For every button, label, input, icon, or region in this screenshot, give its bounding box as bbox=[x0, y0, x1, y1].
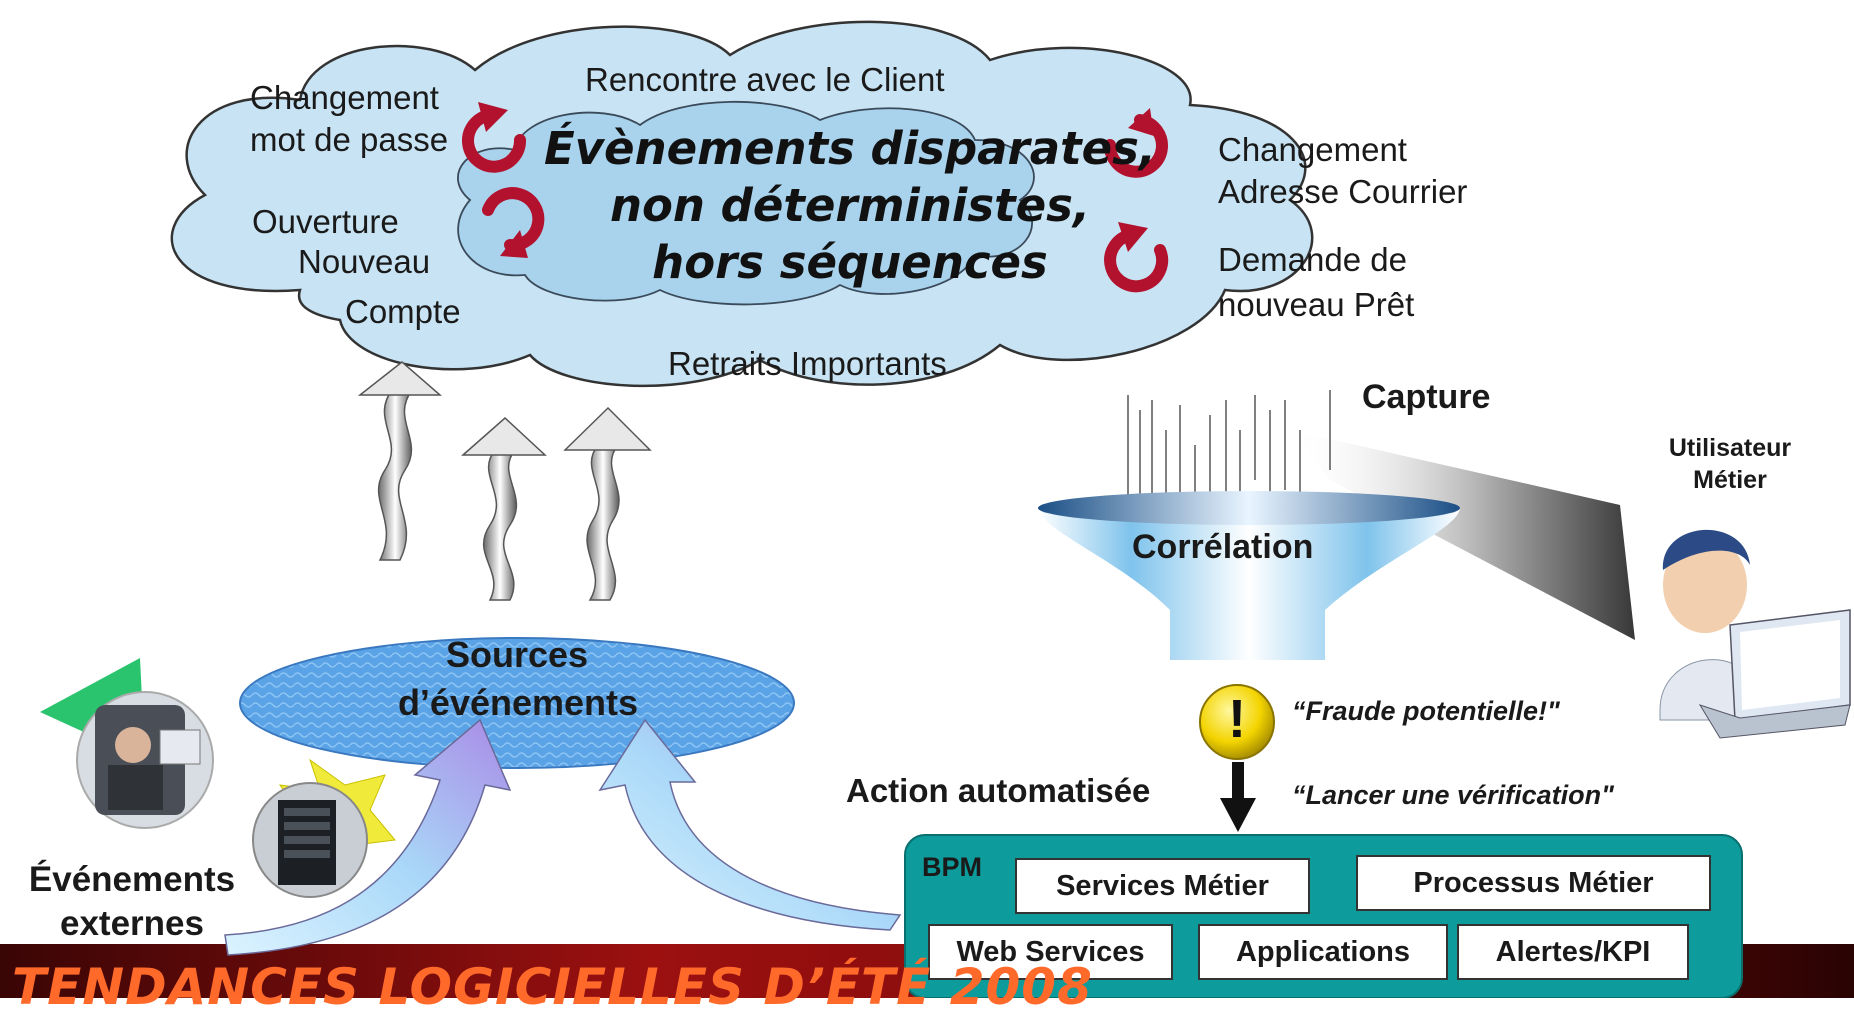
business-user-icon bbox=[1659, 529, 1851, 739]
cycle-arrow-4 bbox=[1104, 229, 1169, 293]
cloud-label-changement-mdp-2: mot de passe bbox=[250, 121, 449, 158]
cycle-arrow-1-head bbox=[478, 102, 508, 132]
cycle-arrow-2 bbox=[482, 187, 545, 252]
cycle-arrow-3-head bbox=[1128, 108, 1154, 136]
cycle-arrow-1 bbox=[462, 109, 527, 173]
cloud-label-adresse-2: Adresse Courrier bbox=[1218, 173, 1468, 210]
external-events-label-1: Événements bbox=[28, 860, 236, 899]
center-line-1: Évènements disparates, bbox=[543, 122, 1157, 175]
cloud-center-heading: Évènements disparates, non déterministes… bbox=[500, 120, 1200, 291]
fraud-label: “Fraude potentielle!" bbox=[1292, 696, 1560, 726]
correlation-funnel bbox=[1038, 491, 1460, 660]
external-events-graphic bbox=[40, 658, 396, 898]
cycle-arrow-4-head bbox=[1118, 222, 1148, 252]
cycle-arrow-2-head bbox=[500, 230, 528, 258]
verify-label: “Lancer une vérification" bbox=[1292, 780, 1614, 810]
cycle-arrow-3 bbox=[1103, 114, 1168, 178]
user-label-2: Métier bbox=[1693, 466, 1767, 494]
action-label: Action automatisée bbox=[846, 772, 1151, 809]
sources-label-2: d’événements bbox=[397, 682, 639, 723]
cloud-label-retraits: Retraits Importants bbox=[668, 345, 947, 382]
bpm-box-applications: Applications bbox=[1198, 924, 1448, 980]
capture-label: Capture bbox=[1362, 378, 1491, 416]
sources-label-1: Sources bbox=[445, 634, 589, 675]
alert-icon bbox=[1199, 684, 1275, 760]
cloud-label-adresse-1: Changement bbox=[1218, 131, 1407, 168]
squiggle-arrow-1 bbox=[357, 361, 443, 561]
cloud-label-ouverture-2: Nouveau bbox=[298, 243, 431, 280]
cloud-label-rencontre: Rencontre avec le Client bbox=[585, 61, 945, 98]
curved-arrow-right bbox=[598, 718, 902, 931]
cloud-label-ouverture-1: Ouverture bbox=[252, 203, 399, 240]
center-line-2: non déterministes, bbox=[609, 179, 1091, 232]
alert-symbol: ! bbox=[1228, 689, 1246, 749]
cloud-label-ouverture-3: Compte bbox=[345, 293, 461, 330]
cloud-label-pret-1: Demande de bbox=[1218, 241, 1407, 278]
inner-cloud bbox=[457, 100, 1035, 306]
cloud-label-changement-mdp-1: Changement bbox=[250, 79, 439, 116]
bpm-box-alertes-kpi: Alertes/KPI bbox=[1457, 924, 1689, 980]
correlation-label: Corrélation bbox=[1132, 528, 1314, 566]
squiggle-arrow-3 bbox=[563, 406, 652, 601]
bpm-box-web-services: Web Services bbox=[928, 924, 1173, 980]
center-line-3: hors séquences bbox=[652, 236, 1048, 289]
user-label-1: Utilisateur bbox=[1668, 434, 1792, 462]
bpm-box-processus-metier: Processus Métier bbox=[1356, 855, 1711, 911]
external-events-label-2: externes bbox=[60, 904, 204, 943]
bpm-box-services-metier: Services Métier bbox=[1015, 858, 1310, 914]
cloud-label-pret-2: nouveau Prêt bbox=[1218, 286, 1415, 323]
curved-arrow-left bbox=[224, 718, 512, 956]
user-beam bbox=[1290, 430, 1635, 640]
banner-title: TENDANCES LOGICIELLES D’ÉTÉ 2008 bbox=[12, 958, 1093, 1016]
bpm-title: BPM bbox=[922, 852, 982, 882]
squiggle-arrow-2 bbox=[461, 416, 547, 601]
action-down-arrow bbox=[1220, 762, 1256, 832]
